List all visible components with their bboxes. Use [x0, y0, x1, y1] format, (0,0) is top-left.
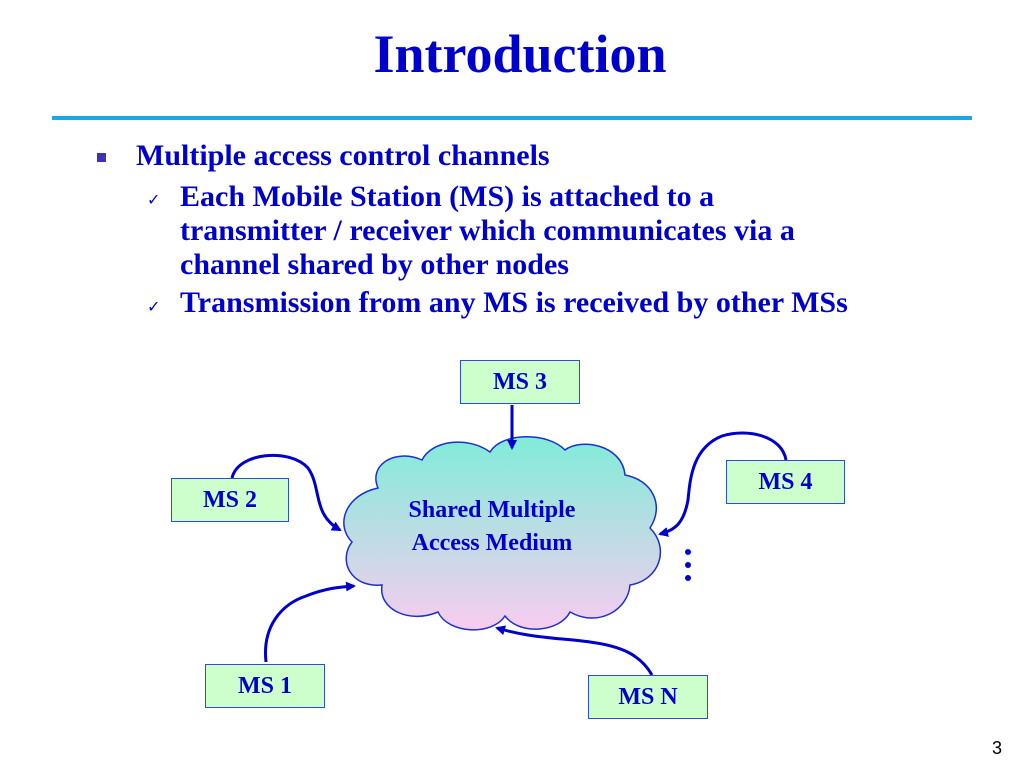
- cloud-label-line: Access Medium: [411, 530, 573, 556]
- square-bullet-icon: [97, 153, 106, 162]
- msn-box: MS N: [588, 675, 708, 719]
- bullet-line: transmitter / receiver which communicate…: [180, 214, 795, 247]
- cloud-label-line: Shared Multiple: [408, 497, 576, 523]
- ms3-label: MS 3: [493, 368, 547, 395]
- ms4-label: MS 4: [758, 468, 813, 495]
- slide-title: Introduction: [373, 24, 667, 84]
- arrow-ms1-to-cloud: [264, 581, 356, 663]
- bullet-level1: Multiple access control channels: [136, 139, 550, 172]
- ms3-box: MS 3: [460, 360, 580, 404]
- bullet-line: Transmission from any MS is received by …: [180, 286, 848, 319]
- msn-label: MS N: [618, 683, 678, 710]
- checkmark-bullet-icon: ✓: [147, 190, 161, 209]
- arrow-ms2-to-cloud: [230, 453, 342, 532]
- bullet-level2-item: Transmission from any MS is received by …: [180, 286, 980, 320]
- shared-medium-cloud: [343, 436, 661, 631]
- ellipsis-dot: [685, 575, 691, 581]
- cloud-label: Shared Multiple Access Medium: [372, 494, 612, 560]
- ellipsis-dot: [685, 562, 691, 568]
- bullet-line: channel shared by other nodes: [180, 248, 569, 281]
- ms2-label: MS 2: [203, 486, 257, 513]
- ms2-box: MS 2: [171, 478, 289, 522]
- arrow-ms4-to-cloud: [658, 431, 788, 537]
- checkmark-bullet-icon: ✓: [147, 297, 161, 316]
- ms1-label: MS 1: [238, 672, 292, 699]
- page-number: 3: [992, 738, 1003, 758]
- bullet-level2-item: Each Mobile Station (MS) is attached to …: [180, 180, 980, 282]
- bullet-list: Multiple access control channels ✓ Each …: [0, 0, 1024, 340]
- ms1-box: MS 1: [205, 664, 325, 708]
- bullet-line: Each Mobile Station (MS) is attached to …: [180, 180, 715, 213]
- ellipsis-dot: [685, 549, 691, 555]
- title-divider: [52, 116, 972, 120]
- arrow-msn-to-cloud: [495, 625, 654, 676]
- ms4-box: MS 4: [726, 460, 845, 504]
